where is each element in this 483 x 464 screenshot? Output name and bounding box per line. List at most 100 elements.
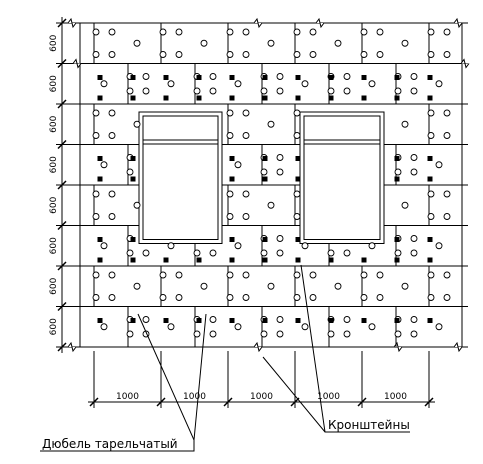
bracket-marker — [229, 237, 235, 242]
column-width-label: 1000 — [250, 392, 273, 402]
dowel-marker — [276, 235, 284, 242]
dowel-marker — [167, 323, 175, 331]
dowel-marker — [410, 154, 418, 161]
dowel-marker — [92, 213, 100, 220]
bracket-marker — [97, 176, 103, 182]
dowel-marker — [108, 51, 116, 58]
column-width-label: 1000 — [384, 392, 407, 402]
dowel-marker — [242, 190, 250, 198]
bracket-marker — [97, 237, 103, 242]
dowel-marker — [100, 242, 108, 250]
dowel-marker — [443, 271, 451, 279]
dowel-marker — [309, 271, 317, 279]
dowel-marker — [360, 51, 368, 58]
bracket-marker — [97, 156, 103, 161]
dowel-marker — [293, 213, 301, 220]
bracket-marker — [97, 257, 103, 263]
dowel-marker — [276, 330, 284, 338]
dowel-marker — [159, 294, 167, 301]
dowel-marker — [267, 39, 275, 47]
dowel-marker — [92, 109, 100, 117]
break-mark — [393, 341, 403, 353]
dowel-marker — [108, 132, 116, 139]
dowel-marker — [242, 109, 250, 117]
dowel-marker — [427, 213, 435, 220]
dowel-marker — [293, 190, 301, 198]
dowel-marker — [226, 271, 234, 279]
dowel-marker — [267, 282, 275, 290]
vertical-dimension-tick — [57, 58, 67, 69]
dowel-marker — [394, 330, 402, 338]
bracket-marker — [163, 75, 169, 80]
dowel-marker — [193, 330, 201, 338]
bracket-marker — [295, 318, 301, 323]
dowel-marker — [142, 73, 150, 80]
dowel-marker — [234, 242, 242, 250]
dowel-marker — [175, 28, 183, 36]
window-frame-outer — [138, 111, 223, 244]
dowel-marker — [427, 109, 435, 117]
dowel-marker — [343, 87, 351, 95]
dowel-marker — [133, 282, 141, 290]
dowel-marker — [242, 28, 250, 36]
bracket-marker — [427, 318, 433, 323]
dowel-marker — [242, 51, 250, 58]
dowel-marker — [293, 271, 301, 279]
dowel-marker — [159, 51, 167, 58]
dowel-marker — [376, 271, 384, 279]
dowel-marker — [427, 294, 435, 301]
bracket-marker — [394, 156, 400, 161]
bracket-marker — [97, 75, 103, 80]
dowel-marker — [443, 190, 451, 198]
dowel-marker — [394, 249, 402, 257]
dowel-marker — [108, 28, 116, 36]
bracket-marker — [130, 156, 136, 161]
row-height-label: 600 — [49, 196, 59, 213]
bracket-marker — [295, 257, 301, 263]
dowel-marker — [401, 201, 409, 209]
bracket-marker — [229, 75, 235, 80]
bracket-marker — [427, 237, 433, 242]
vertical-dimension-tick — [57, 342, 67, 352]
dowel-marker — [260, 87, 268, 95]
bracket-marker — [328, 75, 334, 80]
dowel-marker — [92, 51, 100, 58]
break-mark — [253, 341, 263, 353]
dowel-marker — [343, 249, 351, 257]
vertical-dimension-tick — [57, 180, 67, 190]
bracket-marker — [361, 95, 367, 101]
dowel-marker — [293, 28, 301, 36]
dowel-marker — [142, 249, 150, 257]
dowel-marker — [376, 294, 384, 301]
dowel-marker — [167, 80, 175, 88]
bracket-leader-line-2 — [300, 264, 326, 433]
bracket-marker — [130, 257, 136, 263]
dowel-marker — [293, 51, 301, 58]
row-height-label: 600 — [49, 34, 59, 51]
dowel-marker — [401, 120, 409, 128]
callouts: Дюбель тарельчатый Кронштейны — [40, 264, 410, 452]
bracket-marker — [361, 318, 367, 323]
bracket-marker — [295, 156, 301, 161]
row-height-label: 600 — [49, 237, 59, 254]
vertical-dimension-tick — [57, 220, 67, 231]
horizontal-dimension-tick — [223, 397, 233, 407]
dowel-marker — [276, 316, 284, 323]
dowel-marker — [209, 330, 217, 338]
window-openings — [138, 111, 385, 244]
bracket-marker — [427, 176, 433, 182]
dowel-marker — [376, 51, 384, 58]
dowel-marker — [435, 323, 443, 331]
dowel-marker — [226, 109, 234, 117]
dowel-marker — [334, 39, 342, 47]
dowel-marker — [394, 87, 402, 95]
dowel-marker — [368, 242, 376, 250]
dowel-marker — [267, 201, 275, 209]
dowel-marker — [301, 242, 309, 250]
dowel-leader-line-2 — [193, 313, 207, 441]
break-mark — [253, 17, 263, 29]
bracket-marker — [130, 75, 136, 80]
dowel-marker — [410, 316, 418, 323]
dowel-marker — [108, 190, 116, 198]
vertical-dimension-tick — [57, 99, 67, 109]
